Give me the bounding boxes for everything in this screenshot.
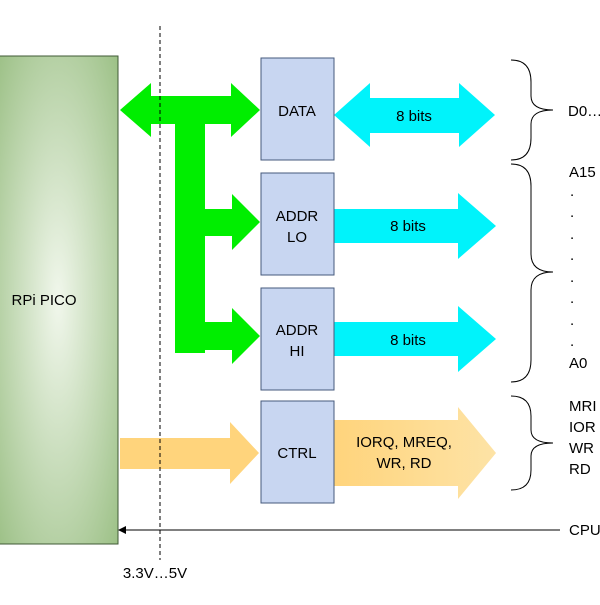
ctrl-line-label: WR bbox=[569, 440, 594, 457]
ctrl-line-label: IOR bbox=[569, 419, 596, 436]
address-dot: . bbox=[570, 183, 574, 200]
ctrl-block bbox=[260, 400, 335, 504]
address-brace bbox=[510, 163, 554, 383]
voltage-label: 3.3V…5V bbox=[123, 565, 187, 582]
data-block bbox=[260, 57, 335, 161]
addr-hi-block bbox=[260, 287, 335, 391]
data-bus-label: 8 bits bbox=[396, 108, 432, 125]
ctrl-output-arrow bbox=[334, 407, 496, 499]
ctrl-line-label: RD bbox=[569, 461, 591, 478]
addr-hi-block-label-line2: HI bbox=[290, 343, 305, 360]
cpu-feedback-arrowhead bbox=[118, 526, 126, 534]
address-dot: . bbox=[570, 226, 574, 243]
green-bus-main-arrow bbox=[120, 83, 260, 353]
address-dot: . bbox=[570, 204, 574, 221]
address-dot: . bbox=[570, 312, 574, 329]
green-bus-addr-lo-arrow bbox=[205, 194, 260, 250]
ctrl-block-label: CTRL bbox=[277, 445, 316, 462]
ctrl-input-arrow bbox=[120, 422, 259, 484]
pico-block bbox=[0, 55, 119, 545]
address-dot: . bbox=[570, 269, 574, 286]
ctrl-arrow-label-line1: IORQ, MREQ, bbox=[356, 434, 452, 451]
addr-hi-arrow-label: 8 bits bbox=[390, 332, 426, 349]
ctrl-arrow-label-line2: WR, RD bbox=[377, 455, 432, 472]
address-top-label: A15 bbox=[569, 164, 596, 181]
data-block-label: DATA bbox=[278, 103, 316, 120]
addr-lo-arrow-label: 8 bits bbox=[390, 218, 426, 235]
address-dot: . bbox=[570, 333, 574, 350]
address-dot: . bbox=[570, 290, 574, 307]
addr-lo-block bbox=[260, 172, 335, 276]
data-brace bbox=[510, 59, 554, 161]
addr-lo-arrow bbox=[334, 193, 496, 259]
pico-label: RPi PICO bbox=[11, 292, 76, 309]
data-lines-label: D0… bbox=[568, 103, 600, 120]
addr-lo-block-label-line2: LO bbox=[287, 229, 307, 246]
address-bottom-label: A0 bbox=[569, 355, 587, 372]
green-bus-addr-hi-arrow bbox=[205, 308, 260, 364]
addr-hi-arrow bbox=[334, 306, 496, 372]
addr-lo-block-label-line1: ADDR bbox=[276, 208, 319, 225]
data-bus-arrow bbox=[334, 83, 495, 147]
addr-hi-block-label-line1: ADDR bbox=[276, 322, 319, 339]
ctrl-line-label: MRI bbox=[569, 398, 597, 415]
green-bus bbox=[120, 83, 260, 364]
address-dot: . bbox=[570, 247, 574, 264]
cpu-label: CPU bbox=[569, 522, 600, 539]
ctrl-brace bbox=[510, 395, 554, 491]
